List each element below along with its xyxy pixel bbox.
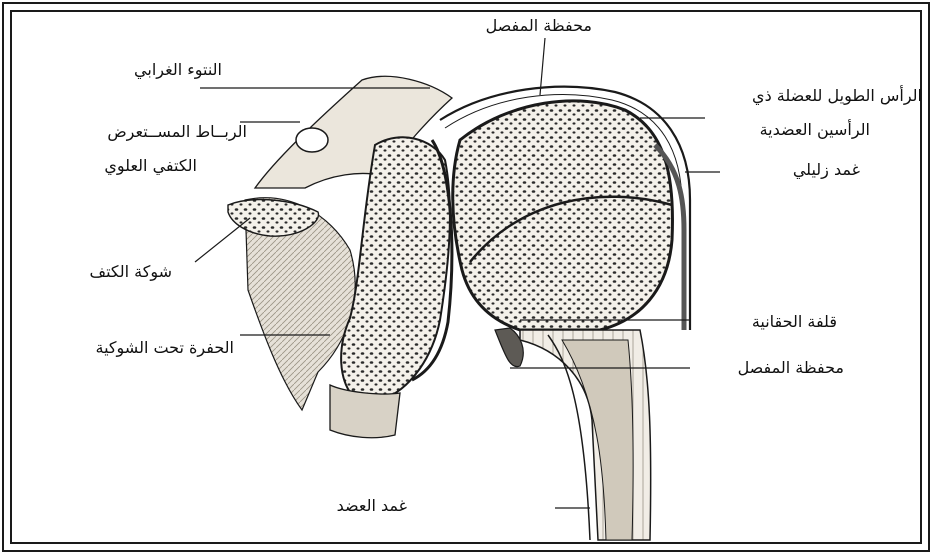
label-joint-capsule-bottom: محفظة المفصل [738, 358, 844, 378]
label-infraspinous-fossa: الحفرة تحت الشوكية [96, 338, 235, 358]
label-glenoid-labrum: قلفة الحقانية [752, 312, 837, 332]
label-superior-transverse-ligament-line2: الكتفي العلوي [104, 156, 197, 176]
scapula-neck [341, 137, 450, 395]
inferior-capsule-pocket [495, 328, 523, 367]
label-joint-capsule-top: محفظة المفصل [486, 16, 592, 36]
label-biceps-long-head-line2: الرأسين العضدية [760, 120, 870, 140]
label-synovial-sheath: غمد زليلي [793, 160, 860, 180]
label-humerus-shaft: غمد العضد [337, 496, 407, 516]
label-superior-transverse-ligament-line1: الربــاط المســتعرض [107, 122, 247, 142]
label-coracoid-process: النتوء الغرابي [134, 60, 222, 80]
label-biceps-long-head-line1: الرأس الطويل للعضلة ذي [752, 86, 922, 106]
label-scapular-spine: شوكة الكتف [90, 262, 173, 282]
humeral-head [453, 101, 673, 330]
ligament-foramen [296, 128, 328, 152]
